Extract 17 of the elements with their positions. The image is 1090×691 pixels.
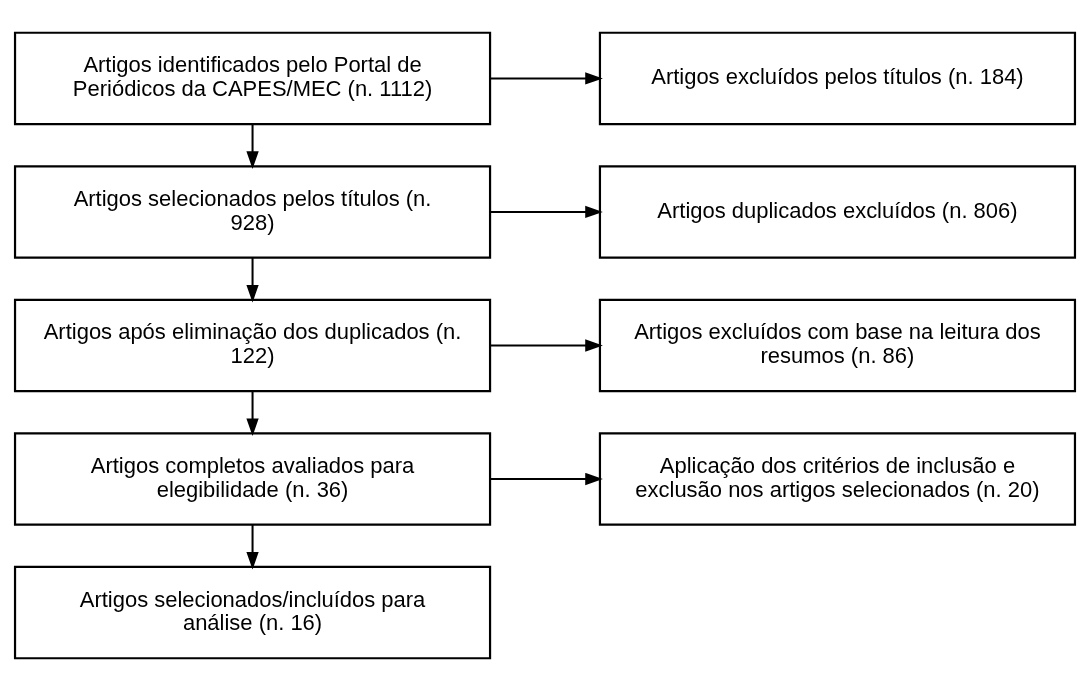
arrow (246, 124, 259, 169)
node-box: Artigos duplicados excluídos (n. 806) (598, 165, 1077, 259)
node-box: Artigos excluídos pelos títulos (n. 184) (598, 31, 1077, 126)
arrow (490, 205, 603, 219)
arrow (490, 72, 603, 85)
node-box: Artigos após eliminação dos duplicados (n. 122) (13, 298, 492, 393)
arrow (490, 472, 603, 486)
arrow (490, 339, 603, 352)
node-box: Artigos completos avaliados para elegibilidade (n. 36) (13, 432, 492, 526)
arrow (246, 391, 259, 437)
node-box: Aplicação dos critérios de inclusão e exclusão nos artigos selecionados (n. 20) (598, 432, 1077, 526)
arrow (246, 257, 259, 303)
node-box: Artigos excluídos com base na leitura dos resumos (n. 86) (598, 298, 1077, 393)
arrow (246, 525, 259, 570)
node-box: Artigos identificados pelo Portal de Periódicos da CAPES/MEC (n. 1112) (13, 31, 492, 126)
node-box: Artigos selecionados pelos títulos (n. 928) (13, 165, 492, 259)
node-box: Artigos selecionados/incluídos para análise (n. 16) (13, 565, 492, 660)
